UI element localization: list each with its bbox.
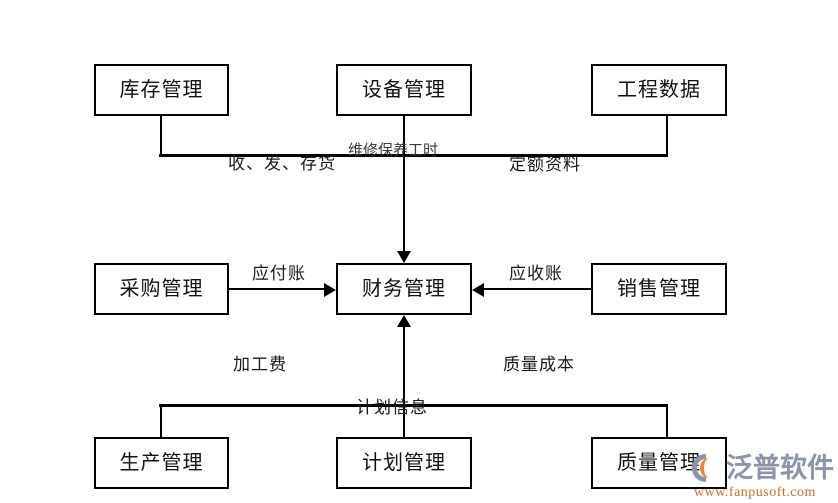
node-label: 质量管理 <box>617 452 701 474</box>
node-engineering[interactable]: 工程数据 <box>591 64 727 116</box>
node-purchasing[interactable]: 采购管理 <box>94 263 229 315</box>
arrowhead-purchasing-to-finance <box>324 283 336 297</box>
node-label: 财务管理 <box>362 278 446 300</box>
connector-bus-to-finance <box>403 154 405 255</box>
connector-top-bus <box>159 154 668 157</box>
edge-label-purchasing-to-finance: 应付账 <box>252 264 306 283</box>
node-label: 采购管理 <box>119 278 204 300</box>
edge-label-engineering-to-finance: 定额资料 <box>509 155 581 174</box>
node-label: 设备管理 <box>362 79 446 101</box>
connector-purchasing-to-finance <box>229 288 326 290</box>
node-production[interactable]: 生产管理 <box>94 437 229 489</box>
watermark-brand: 泛普软件 <box>726 452 834 483</box>
node-equipment[interactable]: 设备管理 <box>336 64 472 116</box>
edge-label-quality-to-finance: 质量成本 <box>503 355 575 374</box>
edge-label-sales-to-finance: 应收账 <box>509 264 563 283</box>
node-planning[interactable]: 计划管理 <box>336 437 472 489</box>
node-finance[interactable]: 财务管理 <box>336 263 472 315</box>
node-quality[interactable]: 质量管理 <box>591 437 727 489</box>
connector-planning-riser <box>403 404 405 438</box>
connector-bottom-bus <box>159 404 668 407</box>
connector-sales-to-finance <box>484 288 591 290</box>
edge-label-planning-to-finance: 计划信息 <box>356 398 428 417</box>
connector-bottom-bus-to-finance <box>403 327 405 406</box>
node-label: 库存管理 <box>119 79 204 101</box>
connector-engineering-drop <box>666 116 668 156</box>
node-label: 工程数据 <box>617 79 701 101</box>
connector-equipment-drop <box>403 116 405 156</box>
edge-label-equipment-to-finance: 维修保养工时 <box>348 143 439 159</box>
connector-inventory-drop <box>160 116 162 156</box>
arrowhead-bus-to-finance <box>397 251 411 263</box>
connector-production-riser <box>160 404 162 438</box>
arrowhead-bottom-bus-to-finance <box>397 315 411 327</box>
edge-label-inventory-to-finance: 收、发、存货 <box>228 154 336 173</box>
edge-label-production-to-finance: 加工费 <box>233 355 287 374</box>
node-sales[interactable]: 销售管理 <box>591 263 727 315</box>
node-label: 销售管理 <box>617 278 701 300</box>
arrowhead-sales-to-finance <box>472 283 484 297</box>
connector-quality-riser <box>666 404 668 438</box>
node-label: 生产管理 <box>119 452 204 474</box>
node-label: 计划管理 <box>362 452 446 474</box>
node-inventory[interactable]: 库存管理 <box>94 64 229 116</box>
